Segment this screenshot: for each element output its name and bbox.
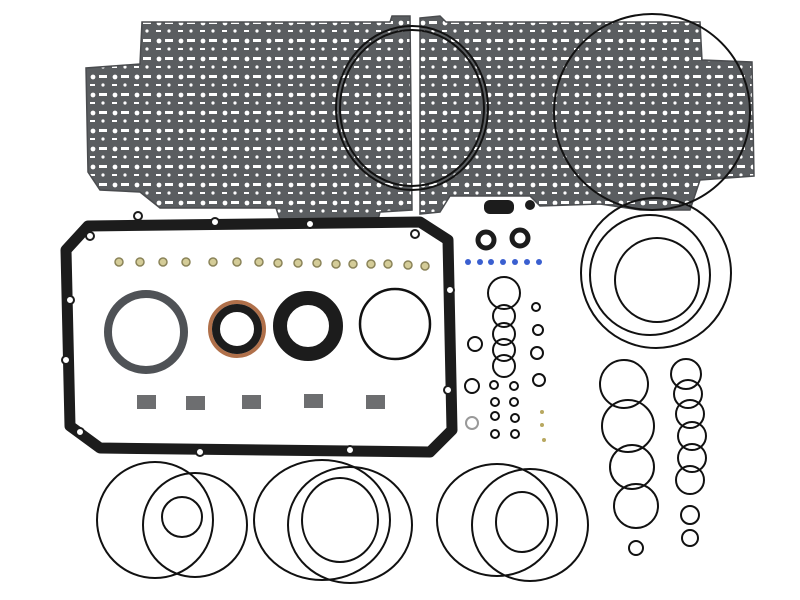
- oil-pan-gasket: [60, 211, 458, 458]
- square-cut-ring: [358, 287, 432, 361]
- axle-seal-black: [273, 291, 343, 361]
- friction-pads: [137, 394, 385, 410]
- separator-gasket-left: [85, 15, 413, 221]
- small-o-rings: [464, 276, 546, 439]
- small-seals-center: [475, 200, 535, 251]
- axle-seal-brown: [208, 300, 266, 358]
- bolt-grommets: [114, 257, 430, 271]
- front-pump-seal-ring: [104, 290, 188, 374]
- large-o-rings-top: [335, 13, 751, 211]
- brass-pins: [540, 410, 546, 442]
- large-o-rings-right: [580, 197, 732, 556]
- blue-filter-clips: [465, 259, 542, 265]
- large-o-rings-bottom: [96, 459, 589, 584]
